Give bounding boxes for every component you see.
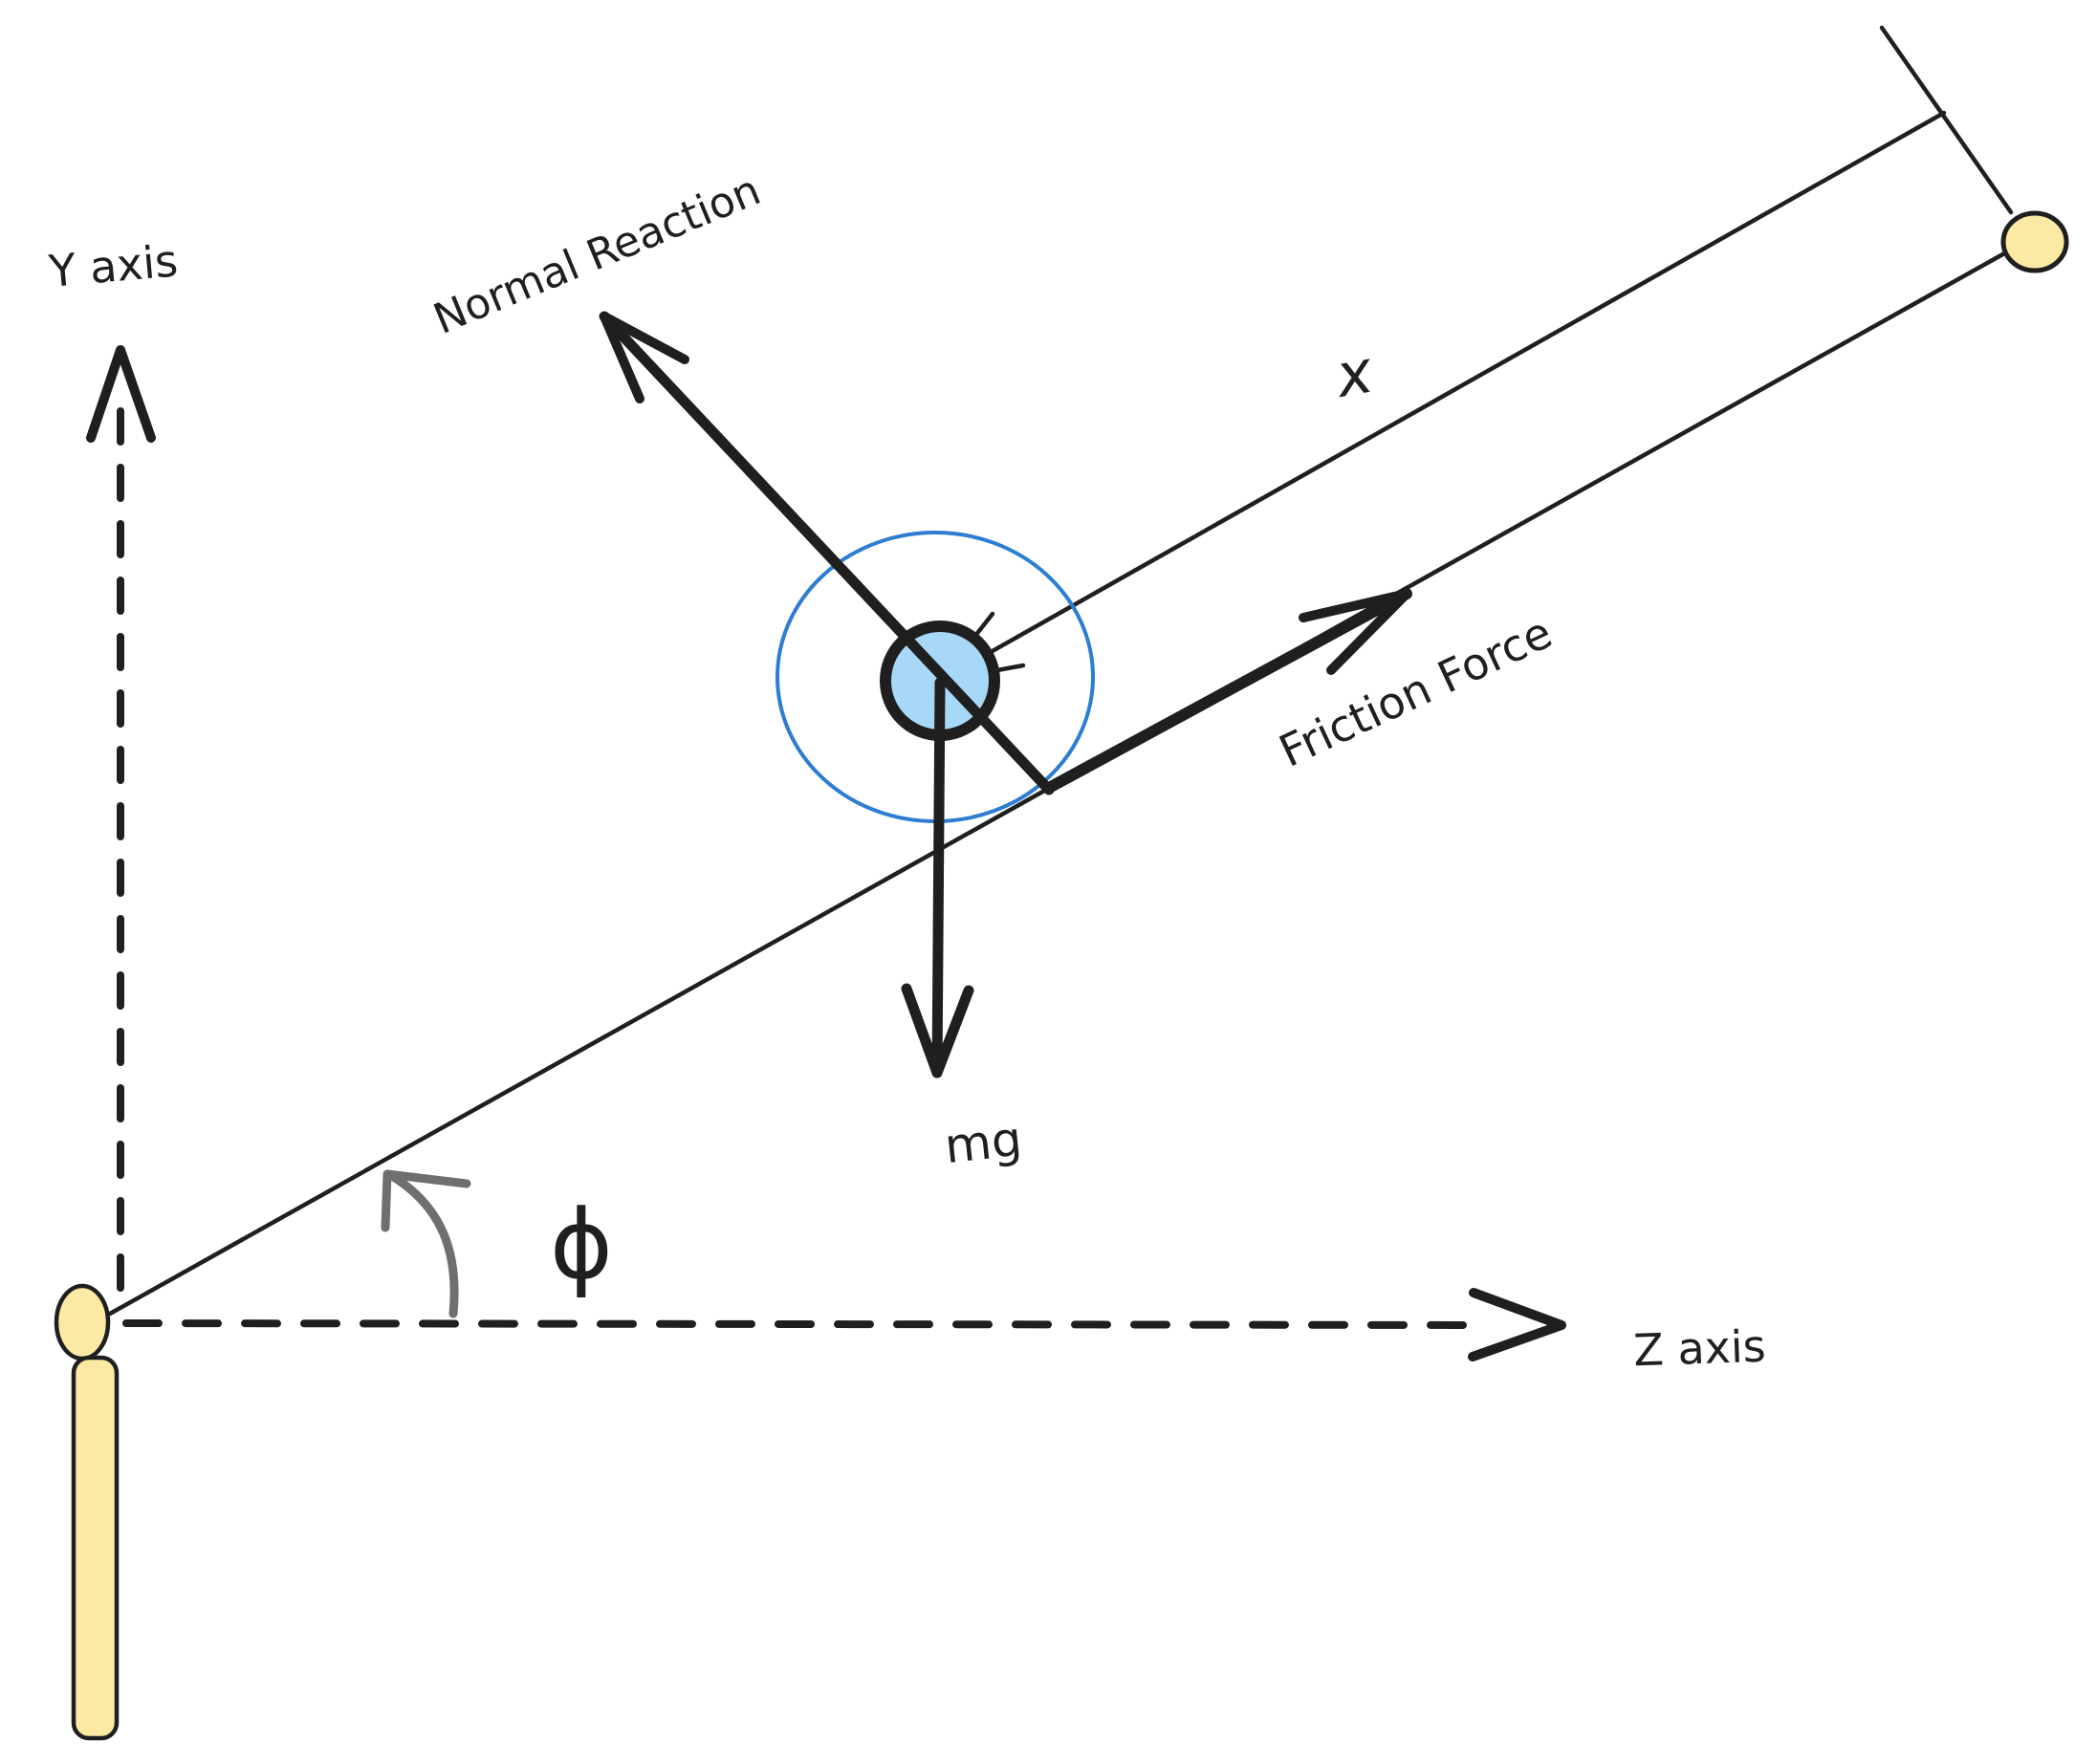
mg-weight-arrowhead-icon — [901, 983, 974, 1078]
x-distance-label: x — [1329, 336, 1379, 411]
mg-weight-arrow — [931, 677, 946, 1078]
z-axis-label: Z axis — [1632, 1320, 1766, 1377]
z-axis-arrowhead-icon — [1468, 1288, 1566, 1361]
phi-symbol: ϕ — [550, 1188, 613, 1300]
y-axis-arrowhead-icon — [86, 345, 156, 443]
phi-angle-arc-arrowhead-icon — [381, 1169, 471, 1232]
normal-reaction-arrow — [599, 311, 1055, 795]
friction-force-arrowhead-icon — [1326, 589, 1411, 675]
normal-reaction-arrowhead-icon — [600, 312, 644, 403]
x-dimension-line — [937, 110, 1947, 684]
y-axis-label: Y axis — [46, 234, 180, 297]
pivot-ball — [54, 1283, 111, 1361]
rod-end-cap-tick — [1879, 25, 2014, 215]
normal-reaction-arrowhead-icon — [600, 312, 689, 364]
phi-angle-arc — [387, 1171, 459, 1318]
pivot-shaft — [71, 1355, 120, 1741]
rod-far-end-ball — [2000, 210, 2069, 273]
z-axis-dashed-line — [122, 1319, 1488, 1329]
friction-force-arrow — [1043, 588, 1412, 794]
normal-reaction-label: Normal Reaction — [426, 165, 767, 344]
mg-label: mg — [942, 1111, 1024, 1174]
friction-force-arrowhead-icon — [1299, 589, 1411, 622]
friction-force-label: Friction Force — [1272, 606, 1560, 777]
